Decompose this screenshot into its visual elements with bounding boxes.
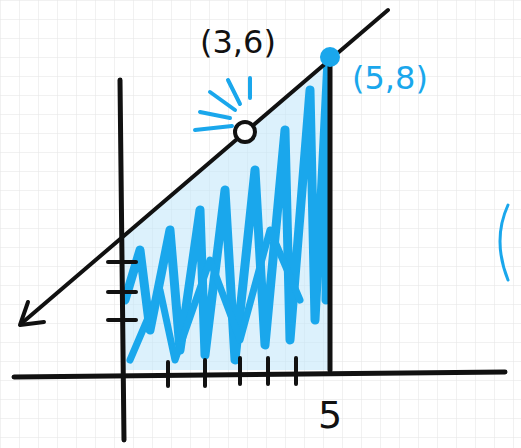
open-circle	[235, 122, 255, 142]
x-axis	[14, 372, 505, 377]
point-label: (3,6)	[200, 26, 276, 58]
arrowhead	[20, 302, 44, 325]
shaded-area	[122, 57, 330, 370]
axis-value: 5	[318, 396, 342, 434]
function-line	[22, 10, 388, 323]
boundary-line	[328, 60, 333, 370]
closed-dot	[320, 47, 340, 67]
bracket	[500, 205, 508, 280]
point-label: (5,8)	[352, 62, 428, 94]
tick-marks	[108, 262, 296, 386]
